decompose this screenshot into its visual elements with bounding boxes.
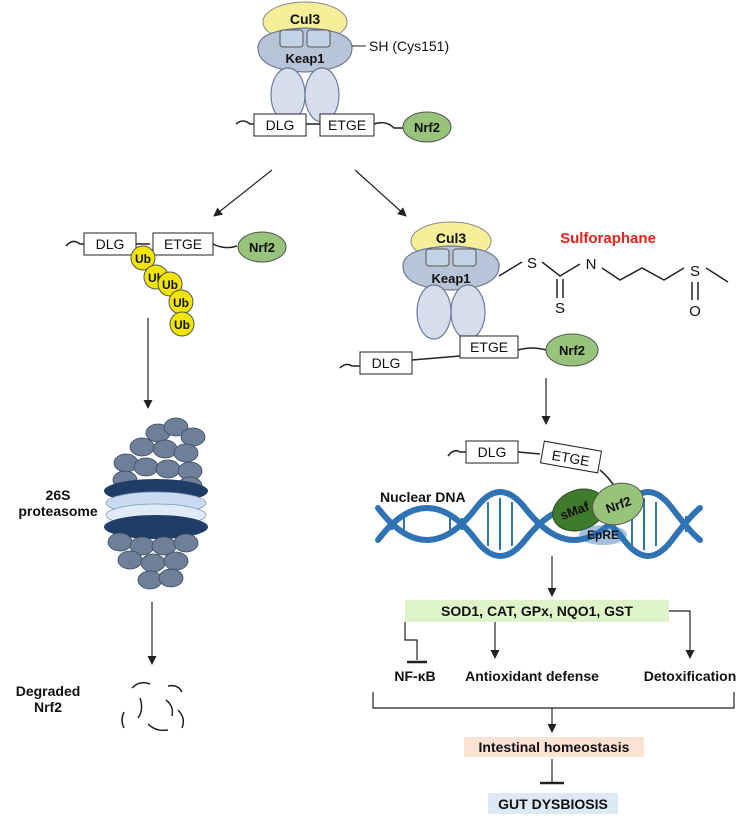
sulforaphane-structure: S S N S O [498,255,729,320]
degraded-fragments [121,681,185,732]
proteasome-core [104,479,208,539]
cul3-label: Cul3 [436,230,467,246]
keap1-domain-left [425,248,450,267]
etge-label: ETGE [470,339,508,355]
keap1-label: Keap1 [431,271,470,286]
ub-3 [157,271,183,297]
keap1-lobe-right [450,284,486,340]
nuclear-dna-label: Nuclear DNA [380,489,466,505]
etge-label: ETGE [551,447,591,469]
to-detox [669,610,695,659]
arrow-to-left [213,169,273,217]
dlg-label: DLG [266,117,295,133]
nrf2-oval [237,231,287,263]
ub-1-label: Ub [135,252,151,266]
dna-strand-1 [375,489,703,544]
ub-5 [169,311,195,337]
sulforaphane-label: Sulforaphane [560,230,656,247]
degraded-label-line1: Degraded [16,683,81,699]
nrf2-oval [592,482,644,526]
etge-box [319,113,375,137]
top-nrf2-strand: DLG ETGE Nrf2 [235,111,452,143]
proteasome-bottom-cap [107,532,199,590]
ub-3-label: Ub [162,278,178,292]
etge-box [539,440,603,474]
effects-bracket [404,610,695,664]
epre-label: EpRE [587,528,619,542]
nrf2-label: Nrf2 [249,240,275,255]
proteasome-label-line2: proteasome [18,503,98,519]
bond-chain [498,261,729,283]
antioxidant-label: Antioxidant defense [465,668,599,684]
ubiquitin-chain: Ub Ub Ub Ub Ub [130,245,195,337]
keap1-domain-right [452,248,477,267]
degraded-label-line2: Nrf2 [34,699,62,715]
atom-n: N [586,256,597,273]
etge-box [152,232,214,256]
nrf2-oval [545,333,599,367]
cul3-label: Cul3 [290,11,321,27]
dysbiosis-box [488,793,618,814]
nfkb-label: NF-κB [394,668,435,684]
dna-strand-2 [375,504,703,559]
keap1-label: Keap1 [285,51,324,66]
homeostasis-label: Intestinal homeostasis [479,739,630,755]
nrf2-oval [402,111,452,143]
keap1-domain-left [279,29,304,48]
genes-box [405,600,669,622]
proteasome: 26S proteasome [18,417,208,590]
atom-s-2: S [555,300,565,317]
epre-region [579,525,627,545]
atom-o: O [689,303,701,320]
etge-label: ETGE [164,236,202,252]
strand-line [65,240,238,249]
right-nrf2-strand: DLG ETGE Nrf2 [339,333,599,375]
nfkb-inhibition [404,622,418,660]
atom-s-3: S [690,263,700,280]
nuclear-nrf2-strand: DLG ETGE [447,440,621,497]
dlg-box [465,440,519,464]
arrow-to-right [354,169,407,217]
detox-label: Detoxification [644,668,737,684]
genes-label: SOD1, CAT, GPx, NQO1, GST [441,603,633,619]
etge-label: ETGE [328,117,366,133]
dlg-box [253,113,307,137]
dlg-label: DLG [372,355,401,371]
strand-line [339,347,547,369]
dlg-box [359,351,413,375]
keap1-domain-right [306,29,331,48]
ub-4-label: Ub [173,296,189,310]
ub-5-label: Ub [174,318,190,332]
etge-box [459,335,519,359]
dlg-label: DLG [96,236,125,252]
transcription-complex: sMaf Nrf2 EpRE [552,482,644,545]
nrf2-label: Nrf2 [559,343,585,358]
homeostasis-box [464,737,644,757]
strand-line [235,120,406,129]
cys-label: SH (Cys151) [369,38,449,54]
dlg-box [83,232,137,256]
ub-1 [130,245,156,271]
dlg-label: DLG [478,444,507,460]
right-keap1-complex: Cul3 Keap1 [402,221,500,340]
dysbiosis-label: GUT DYSBIOSIS [498,796,608,812]
left-nrf2-strand: DLG ETGE Nrf2 [65,231,287,263]
bottom-bracket [372,692,735,733]
dna-helix [375,489,703,559]
top-keap1-complex: Cul3 Keap1 SH (Cys151) [257,1,449,123]
nrf2-label: Nrf2 [414,120,440,135]
proteasome-label-line1: 26S [46,487,71,503]
keap1-lobe-left [416,284,452,340]
atom-s-1: S [527,255,537,272]
